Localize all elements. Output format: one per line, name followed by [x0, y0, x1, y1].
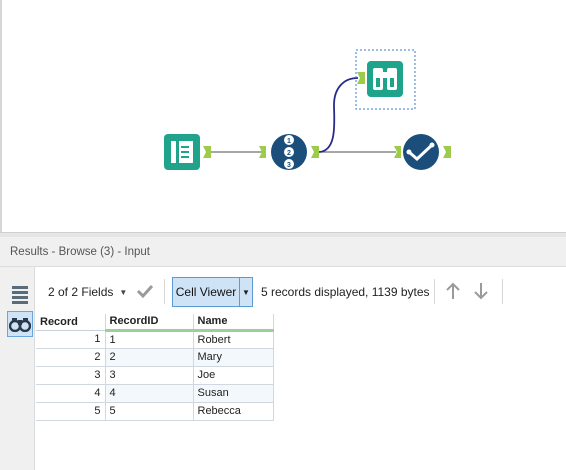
- table-row[interactable]: 2 2 Mary: [36, 348, 274, 367]
- toolbar-divider: [164, 279, 165, 304]
- grid-header-row: Record RecordID Name: [36, 314, 274, 332]
- results-toolbar: 2 of 2 Fields ▼ Cell Viewer ▼ 5 records …: [36, 267, 566, 314]
- input-anchor[interactable]: [259, 146, 266, 158]
- chevron-down-icon: ▼: [119, 287, 128, 297]
- fields-label: 2 of 2 Fields: [48, 285, 114, 299]
- name-cell[interactable]: Mary: [193, 348, 274, 367]
- svg-text:1: 1: [287, 138, 291, 145]
- binoculars-icon: [9, 318, 31, 332]
- browse-view-button[interactable]: [7, 311, 33, 337]
- canvas-border: [0, 0, 2, 232]
- output-anchor[interactable]: [203, 146, 211, 158]
- column-header-record[interactable]: Record: [36, 314, 106, 331]
- chevron-down-icon[interactable]: ▼: [242, 287, 250, 297]
- record-number-cell: 1: [36, 330, 106, 349]
- record-number-cell: 3: [36, 366, 106, 385]
- list-view-button[interactable]: [7, 282, 33, 308]
- table-row[interactable]: 4 4 Susan: [36, 384, 274, 403]
- workflow-diagram: 1 2 3: [164, 49, 451, 170]
- results-left-rail: [0, 267, 35, 470]
- record-number-cell: 4: [36, 384, 106, 403]
- name-cell[interactable]: Susan: [193, 384, 274, 403]
- recordid-cell[interactable]: 1: [105, 330, 194, 349]
- input-data-tool[interactable]: [164, 134, 211, 170]
- name-cell[interactable]: Joe: [193, 366, 274, 385]
- arrow-up-icon[interactable]: [445, 282, 461, 300]
- results-header: Results - Browse (3) - Input: [0, 237, 566, 267]
- column-header-name[interactable]: Name: [193, 314, 274, 332]
- results-grid[interactable]: Record RecordID Name 1 1 Robert 2 2 Mary…: [36, 314, 274, 421]
- svg-text:2: 2: [287, 150, 291, 157]
- workflow-canvas[interactable]: 1 2 3: [0, 0, 566, 232]
- arrow-down-icon[interactable]: [473, 282, 489, 300]
- record-number-cell: 5: [36, 402, 106, 421]
- output-anchor[interactable]: [443, 146, 451, 158]
- recordid-cell[interactable]: 2: [105, 348, 194, 367]
- recordid-cell[interactable]: 5: [105, 402, 194, 421]
- output-tool[interactable]: [394, 134, 451, 170]
- name-cell[interactable]: Rebecca: [193, 402, 274, 421]
- svg-text:3: 3: [287, 162, 291, 169]
- input-anchor[interactable]: [394, 146, 401, 158]
- output-anchor[interactable]: [311, 146, 319, 158]
- table-row[interactable]: 5 5 Rebecca: [36, 402, 274, 421]
- panel-splitter[interactable]: [0, 232, 566, 237]
- table-row[interactable]: 1 1 Robert: [36, 330, 274, 349]
- recordid-cell[interactable]: 3: [105, 366, 194, 385]
- records-info: 5 records displayed, 1139 bytes: [261, 285, 430, 299]
- selection-box: [355, 49, 416, 110]
- cell-viewer-button[interactable]: Cell Viewer ▼: [172, 277, 253, 307]
- record-id-tool[interactable]: 1 2 3: [259, 134, 319, 170]
- column-header-recordid[interactable]: RecordID: [105, 314, 194, 332]
- name-cell[interactable]: Robert: [193, 330, 274, 349]
- connection-recordid-to-browse[interactable]: [317, 77, 359, 153]
- results-title: Results - Browse (3) - Input: [10, 246, 150, 258]
- fields-dropdown[interactable]: 2 of 2 Fields ▼: [48, 285, 127, 299]
- checkmark-icon[interactable]: [136, 283, 154, 299]
- browse-tool[interactable]: [355, 49, 416, 110]
- table-row[interactable]: 3 3 Joe: [36, 366, 274, 385]
- toolbar-divider: [434, 279, 435, 304]
- list-view-icon: [12, 286, 28, 304]
- record-number-cell: 2: [36, 348, 106, 367]
- recordid-cell[interactable]: 4: [105, 384, 194, 403]
- cell-viewer-label: Cell Viewer: [173, 278, 240, 306]
- toolbar-divider: [502, 279, 503, 304]
- input-anchor[interactable]: [357, 72, 365, 84]
